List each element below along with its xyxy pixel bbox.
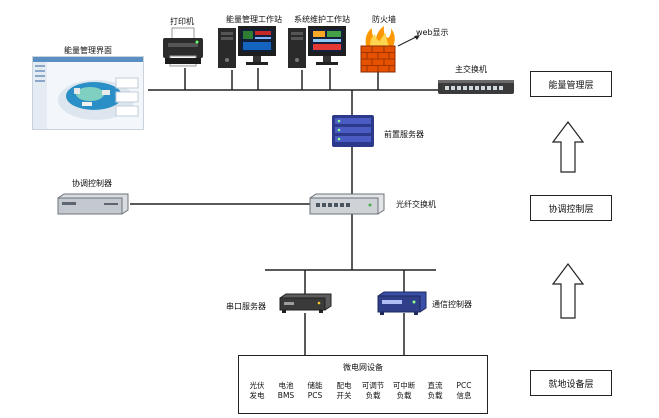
energy-ui-screen bbox=[32, 56, 144, 130]
coord-controller-label: 协调控制器 bbox=[72, 179, 112, 188]
layer-energy-box: 能量管理层 bbox=[530, 71, 612, 97]
up-arrow-1 bbox=[551, 121, 585, 173]
field-item-adjustable-load: 可调节负载 bbox=[361, 381, 385, 400]
energy-workstation-label: 能量管理工作站 bbox=[226, 15, 282, 24]
comm-controller-icon bbox=[376, 290, 428, 316]
web-label: web显示 bbox=[416, 28, 449, 37]
main-switch-icon bbox=[437, 78, 515, 96]
field-item-switchgear: 配电开关 bbox=[336, 381, 352, 400]
fiber-switch-label: 光纤交换机 bbox=[396, 200, 436, 209]
field-item-interruptible-load: 可中断负载 bbox=[392, 381, 416, 400]
field-item-pv: 光伏发电 bbox=[249, 381, 265, 400]
energy-ui-label: 能量管理界面 bbox=[64, 46, 112, 55]
web-arrow-icon bbox=[397, 35, 420, 47]
firewall-label: 防火墙 bbox=[372, 15, 396, 24]
maintenance-workstation-label: 系统维护工作站 bbox=[294, 15, 350, 24]
serial-server-label: 串口服务器 bbox=[226, 302, 266, 311]
coord-controller-icon bbox=[56, 192, 130, 216]
printer-label: 打印机 bbox=[170, 17, 194, 26]
front-server-label: 前置服务器 bbox=[384, 130, 424, 139]
layer-field-box: 就地设备层 bbox=[530, 370, 612, 396]
fiber-switch-icon bbox=[308, 192, 386, 216]
front-server-icon bbox=[331, 114, 375, 148]
main-switch-label: 主交换机 bbox=[455, 65, 487, 74]
energy-workstation-icon bbox=[216, 24, 278, 70]
firewall-icon bbox=[358, 24, 398, 74]
serial-server-icon bbox=[277, 292, 333, 314]
comm-controller-label: 通信控制器 bbox=[432, 300, 472, 309]
up-arrow-2 bbox=[551, 263, 585, 319]
maintenance-workstation-icon bbox=[286, 24, 348, 70]
microgrid-equipment-title: 微电网设备 bbox=[343, 363, 383, 372]
printer-icon bbox=[160, 26, 206, 70]
field-item-dc-load: 直流负载 bbox=[427, 381, 443, 400]
layer-coord-box: 协调控制层 bbox=[530, 195, 612, 221]
